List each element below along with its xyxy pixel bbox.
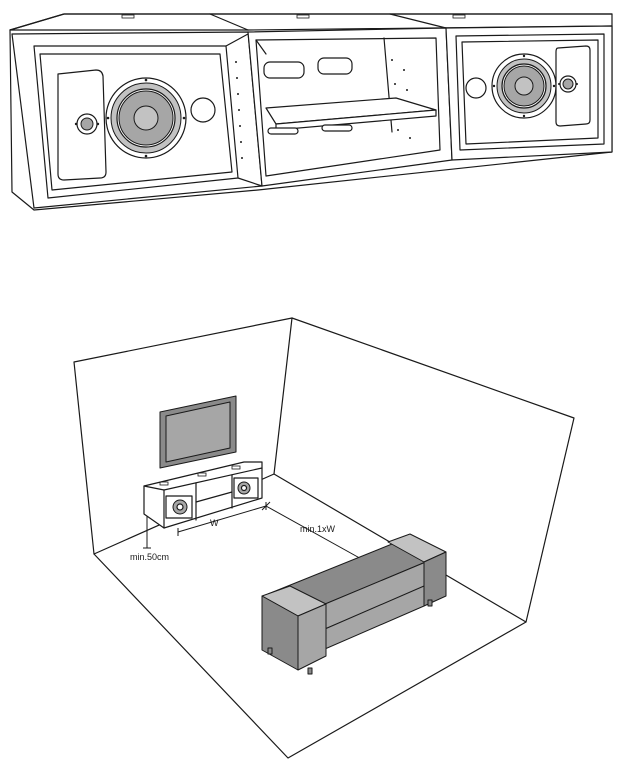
clearance-dimension: min.50cm (130, 516, 169, 562)
distance-label: min.1xW (300, 524, 336, 534)
woofer-right (491, 53, 557, 119)
clearance-label: min.50cm (130, 552, 169, 562)
room-illustration: W min.1xW min.50cm (73, 317, 575, 759)
tv-screen (159, 395, 237, 469)
tv-cabinet (143, 461, 263, 529)
bass-port-right (465, 77, 487, 99)
sofa (261, 533, 447, 675)
shelf-slot-1 (263, 61, 305, 79)
bass-port-left (190, 97, 216, 123)
shelf-pins-right (391, 59, 411, 139)
right-speaker-box (445, 25, 613, 161)
tweeter-right (558, 75, 578, 93)
left-speaker-box (11, 31, 263, 209)
middle-shelf-section (247, 27, 453, 187)
woofer-left (105, 77, 187, 159)
cabinet-illustration (9, 13, 613, 211)
tweeter-left (74, 113, 100, 135)
shelf-slot-2 (317, 57, 353, 75)
shelf-pins-left (235, 61, 243, 159)
width-label: W (210, 518, 219, 528)
